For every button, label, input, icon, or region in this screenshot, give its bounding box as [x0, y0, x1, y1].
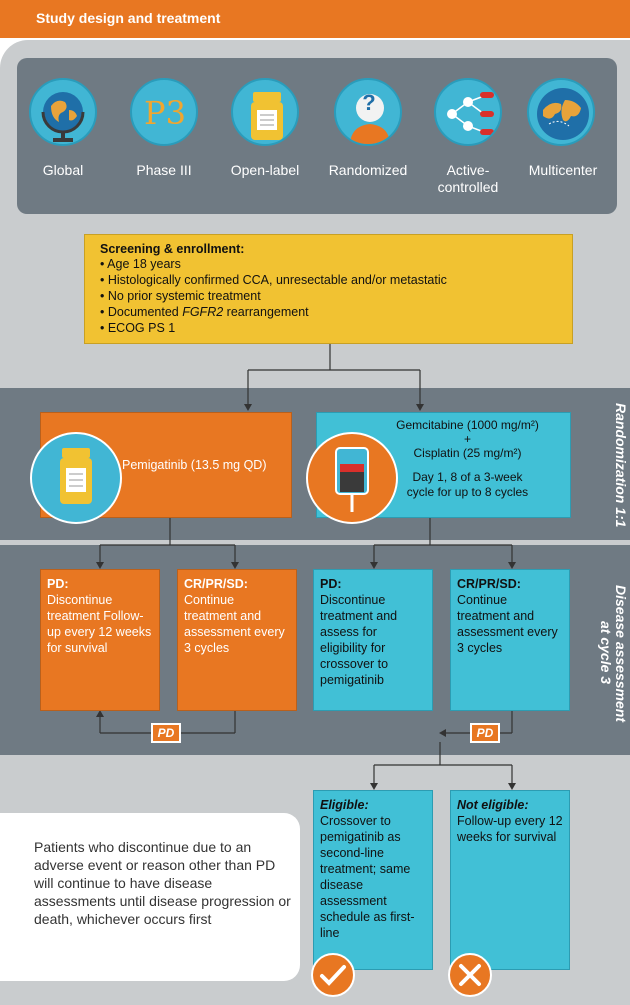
pill-bottle-icon [231, 78, 299, 146]
pill-bottle-icon [30, 432, 122, 524]
pemigatinib-pd-box: PD:Discontinue treatment Follow-up every… [40, 569, 160, 711]
plus-sign: + [463, 432, 471, 446]
x-mark-icon [448, 953, 492, 997]
network-pills-icon [434, 78, 502, 146]
checkmark-icon [311, 953, 355, 997]
pd-badge: PD [151, 723, 181, 743]
screening-item: • Histologically confirmed CCA, unresect… [100, 273, 447, 287]
attr-label-randomized: Randomized [328, 162, 408, 178]
attr-label-active: Active-controlled [437, 162, 499, 195]
study-attributes-panel [17, 58, 617, 214]
schedule-line-1: Day 1, 8 of a 3-week [412, 470, 523, 484]
question-person-icon: ? [334, 78, 402, 146]
attr-label-open: Open-label [230, 162, 300, 178]
not-eligible-box: Not eligible:Follow-up every 12 weeks fo… [450, 790, 570, 970]
screening-item: • Age 18 years [100, 257, 181, 271]
eligible-box: Eligible:Crossover to pemigatinib as sec… [313, 790, 433, 970]
attr-label-phase: Phase III [136, 162, 192, 178]
randomization-label: Randomization 1:1 [613, 402, 629, 528]
chemo-response-box: CR/PR/SD:Continue treatment and assessme… [450, 569, 570, 711]
phase3-icon: P3 [130, 78, 198, 146]
chemo-pd-box: PD:Discontinue treatment and assess for … [313, 569, 433, 711]
page-title: Study design and treatment [36, 10, 221, 26]
world-map-icon [527, 78, 595, 146]
attr-label-global: Global [42, 162, 84, 178]
pemigatinib-response-box: CR/PR/SD:Continue treatment and assessme… [177, 569, 297, 711]
screening-box [84, 234, 573, 344]
schedule-line-2: cycle for up to 8 cycles [406, 485, 529, 499]
attr-label-multicenter: Multicenter [528, 162, 598, 178]
screening-item: • Documented FGFR2 rearrangement [100, 305, 309, 319]
pd-badge: PD [470, 723, 500, 743]
screening-item: • ECOG PS 1 [100, 321, 176, 335]
screening-title: Screening & enrollment: [100, 242, 245, 256]
gemcitabine-dose: Gemcitabine (1000 mg/m²) [396, 418, 539, 432]
footnote-panel [0, 813, 300, 981]
globe-icon [29, 78, 97, 146]
iv-bag-icon [306, 432, 398, 524]
footnote-text: Patients who discontinue due to an adver… [34, 839, 291, 927]
screening-item: • No prior systemic treatment [100, 289, 261, 303]
header-bar [0, 0, 630, 38]
pemigatinib-label: Pemigatinib (13.5 mg QD) [122, 458, 267, 472]
cisplatin-dose: Cisplatin (25 mg/m²) [413, 446, 522, 460]
